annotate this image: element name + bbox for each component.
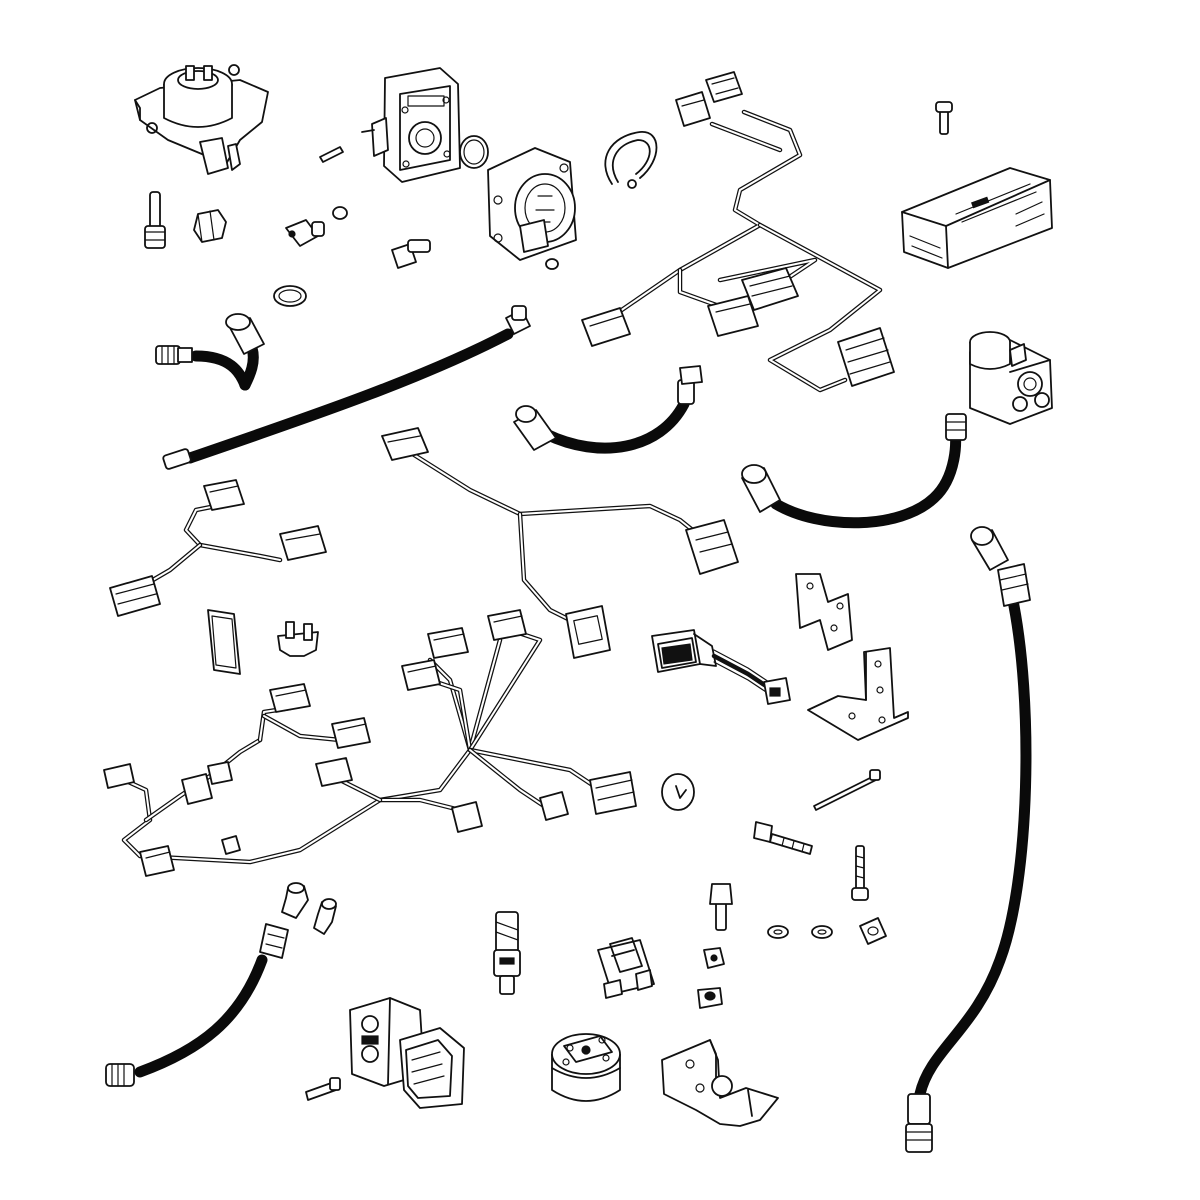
pressure-switch (493, 911, 521, 995)
fitting-elbow (144, 191, 166, 249)
sensor-cylinder (551, 1033, 621, 1102)
wiring-harness-top-right (581, 71, 895, 393)
wiring-harness-left-small (109, 479, 327, 617)
socket-screw (391, 239, 431, 269)
ignition-switch-housing (134, 64, 269, 175)
relay-module (597, 937, 655, 999)
control-module-ecu (901, 167, 1053, 269)
small-o-ring (332, 206, 348, 220)
base-bracket (661, 1039, 779, 1127)
grommet (661, 773, 695, 811)
control-valve-plate (361, 67, 461, 183)
check-valve (285, 219, 325, 247)
angle-bracket (807, 647, 909, 741)
cap-fitting (277, 621, 319, 657)
hex-adapter (193, 209, 227, 243)
dowel-pin (319, 146, 344, 163)
gasket-frame (207, 609, 241, 675)
mounting-bracket (795, 573, 853, 651)
cable-tie (604, 131, 658, 189)
o-ring (459, 135, 489, 169)
wiring-harness-center-top (381, 427, 739, 659)
hose-center (513, 365, 703, 454)
large-o-ring (273, 285, 307, 307)
round-connector-socket (487, 147, 577, 261)
tiny-o-ring (545, 258, 559, 270)
wiring-harness-main (103, 609, 637, 877)
hose-bottom-left (105, 923, 289, 1087)
hose-right-u (741, 413, 967, 529)
hydraulic-valve-block (305, 997, 465, 1109)
hose-long-right (905, 526, 1032, 1153)
rocker-switch-with-lead (651, 629, 791, 705)
elbow-fittings-bottom (281, 882, 337, 935)
hose-elbow-left (155, 313, 265, 391)
steering-control-unit (969, 331, 1053, 425)
bolts-and-washers (697, 769, 887, 1009)
hose-long-left (162, 305, 531, 470)
ecu-screw (935, 101, 953, 135)
